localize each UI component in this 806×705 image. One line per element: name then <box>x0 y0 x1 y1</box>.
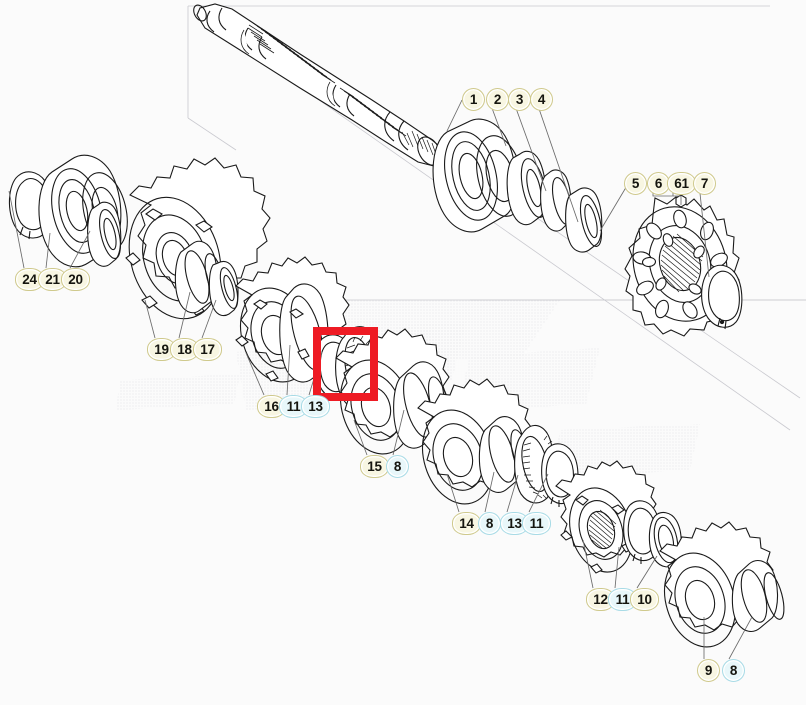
callout-bubble-13[interactable]: 13 <box>301 395 330 418</box>
callout-bubble-16[interactable]: 16 <box>257 395 286 418</box>
gear-12-group <box>555 460 682 574</box>
leader-lines <box>8 99 753 660</box>
callout-bubble-12[interactable]: 12 <box>586 588 615 611</box>
callout-bubble-20[interactable]: 20 <box>61 268 90 291</box>
callout-bubble-11[interactable]: 11 <box>279 395 308 418</box>
callout-bubble-17[interactable]: 17 <box>193 338 222 361</box>
callout-bubble-21[interactable]: 21 <box>38 268 67 291</box>
callout-bubble-10[interactable]: 10 <box>630 588 659 611</box>
callout-bubble-5[interactable]: 5 <box>624 172 647 195</box>
callout-bubble-2[interactable]: 2 <box>486 88 509 111</box>
callout-bubble-4[interactable]: 4 <box>530 88 553 111</box>
callout-bubble-8[interactable]: 8 <box>478 512 501 535</box>
callout-bubble-7[interactable]: 7 <box>693 172 716 195</box>
callout-bubble-8[interactable]: 8 <box>386 455 409 478</box>
bearing-group-right <box>432 118 603 253</box>
left-parts-group <box>8 154 128 268</box>
callout-bubble-11[interactable]: 11 <box>522 512 551 535</box>
callout-bubble-1[interactable]: 1 <box>462 88 485 111</box>
gear-14-group <box>417 378 579 507</box>
callout-bubble-9[interactable]: 9 <box>697 659 720 682</box>
callout-bubble-15[interactable]: 15 <box>360 455 389 478</box>
circlip-7 <box>701 264 743 330</box>
selected-part-highlight <box>313 327 378 401</box>
callout-bubble-61[interactable]: 61 <box>667 172 696 195</box>
callout-bubble-3[interactable]: 3 <box>508 88 531 111</box>
gear-9-group <box>659 521 785 648</box>
callout-bubble-24[interactable]: 24 <box>15 268 44 291</box>
callout-bubble-8[interactable]: 8 <box>722 659 745 682</box>
callout-bubble-14[interactable]: 14 <box>452 512 481 535</box>
callout-bubble-13[interactable]: 13 <box>500 512 529 535</box>
callout-bubble-18[interactable]: 18 <box>170 338 199 361</box>
